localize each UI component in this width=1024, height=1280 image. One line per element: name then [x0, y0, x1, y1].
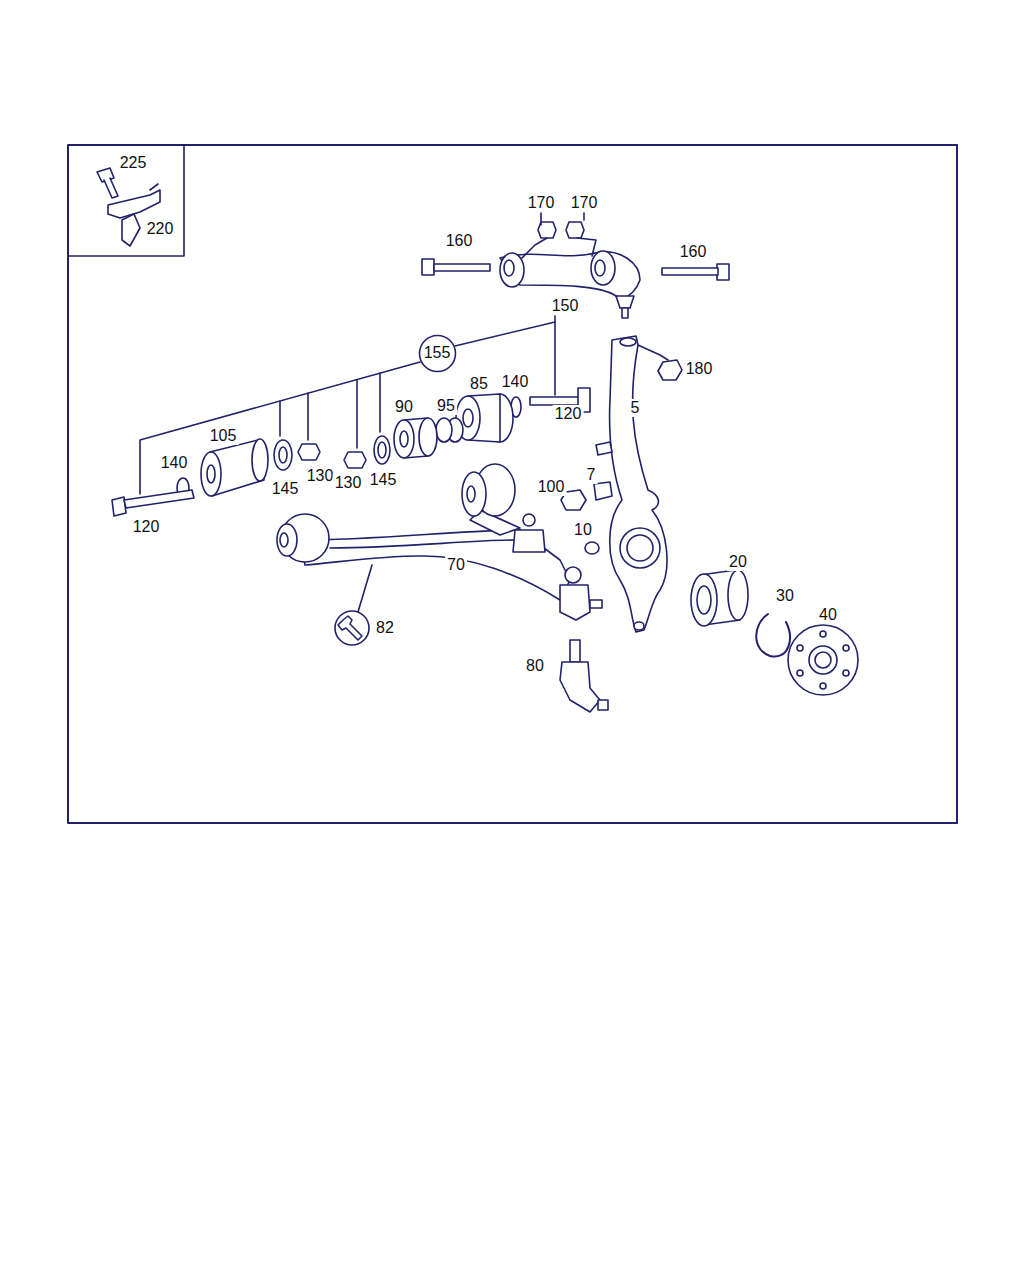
callout-number: 20	[727, 553, 749, 571]
callout-number: 130	[305, 467, 336, 485]
callout-number: 130	[333, 474, 364, 492]
callout-number: 140	[159, 454, 190, 472]
callout-number: 85	[468, 375, 490, 393]
callout-number: 82	[374, 619, 396, 637]
callout-number: 140	[500, 373, 531, 391]
callout-number: 145	[368, 471, 399, 489]
callout-number: 40	[817, 606, 839, 624]
callout-number: 170	[569, 194, 600, 212]
callout-number: 160	[678, 243, 709, 261]
callout-circle: 155	[418, 334, 457, 373]
callout-number: 100	[536, 478, 567, 496]
callout-number: 150	[550, 297, 581, 315]
callout-number: 30	[774, 587, 796, 605]
callout-number: 120	[553, 405, 584, 423]
callout-number: 70	[445, 556, 467, 574]
callout-number: 7	[585, 466, 598, 484]
callout-number: 80	[524, 657, 546, 675]
callout-number: 220	[145, 220, 176, 238]
callout-number: 120	[131, 518, 162, 536]
callout-number: 170	[526, 194, 557, 212]
callout-number: 10	[572, 521, 594, 539]
callout-number: 105	[208, 427, 239, 445]
callout-number: 90	[393, 398, 415, 416]
callout-number: 95	[435, 397, 457, 415]
callout-number: 155	[424, 344, 451, 362]
callout-number: 180	[684, 360, 715, 378]
callout-number: 5	[629, 399, 642, 417]
callout-number: 225	[118, 154, 149, 172]
callout-number: 160	[444, 232, 475, 250]
callout-number: 145	[270, 480, 301, 498]
